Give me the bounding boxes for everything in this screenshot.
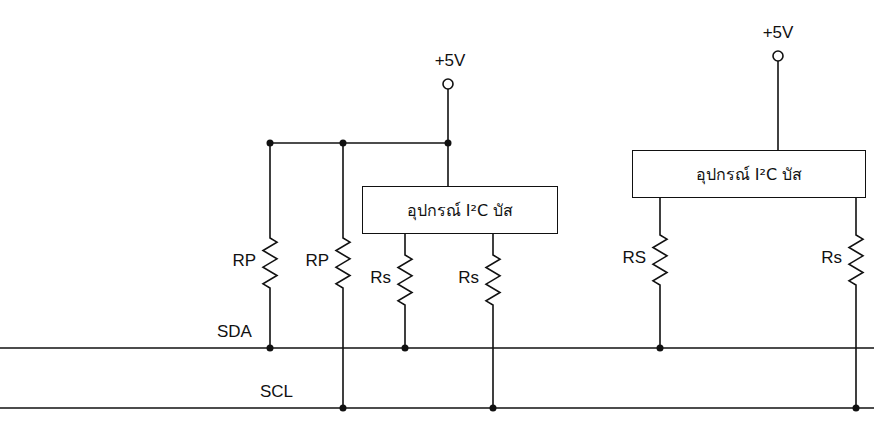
signal-name: SCL xyxy=(258,383,295,402)
supply-wire xyxy=(777,61,779,150)
resistor-symbol xyxy=(398,234,412,348)
resistor-label: Rs xyxy=(368,269,393,288)
resistor-label: Rs xyxy=(456,269,481,288)
resistor-label: RP xyxy=(230,252,258,271)
supply-label: +5V xyxy=(761,24,796,43)
supply-terminal xyxy=(443,79,453,89)
signal-name: SDA xyxy=(215,323,254,342)
resistor-symbol xyxy=(336,143,350,408)
supply-terminal xyxy=(773,51,783,61)
resistor-symbol xyxy=(263,143,277,348)
device-label: อุปกรณ์ I²C บัส xyxy=(696,162,802,187)
junction-dot xyxy=(657,345,664,352)
supply-label: +5V xyxy=(433,52,468,71)
resistor-label: RS xyxy=(620,249,648,268)
junction-dot xyxy=(267,345,274,352)
junction-dot xyxy=(267,140,274,147)
junction-dot xyxy=(340,140,347,147)
junction-dot xyxy=(445,140,452,147)
scl-line xyxy=(0,407,874,409)
supply-wire xyxy=(270,142,448,144)
junction-dot xyxy=(340,405,347,412)
junction-dot xyxy=(402,345,409,352)
device-label: อุปกรณ์ I²C บัส xyxy=(407,198,513,223)
resistor-label: RP xyxy=(303,252,331,271)
junction-dot xyxy=(490,405,497,412)
i2c-device-box: อุปกรณ์ I²C บัส xyxy=(632,150,866,198)
resistor-symbol xyxy=(849,198,863,408)
resistor-label: Rs xyxy=(819,249,844,268)
supply-wire xyxy=(447,89,449,186)
i2c-device-box: อุปกรณ์ I²C บัส xyxy=(362,186,558,234)
resistor-symbol xyxy=(486,234,500,408)
sda-line xyxy=(0,347,874,349)
resistor-symbol xyxy=(653,198,667,348)
junction-dot xyxy=(853,405,860,412)
